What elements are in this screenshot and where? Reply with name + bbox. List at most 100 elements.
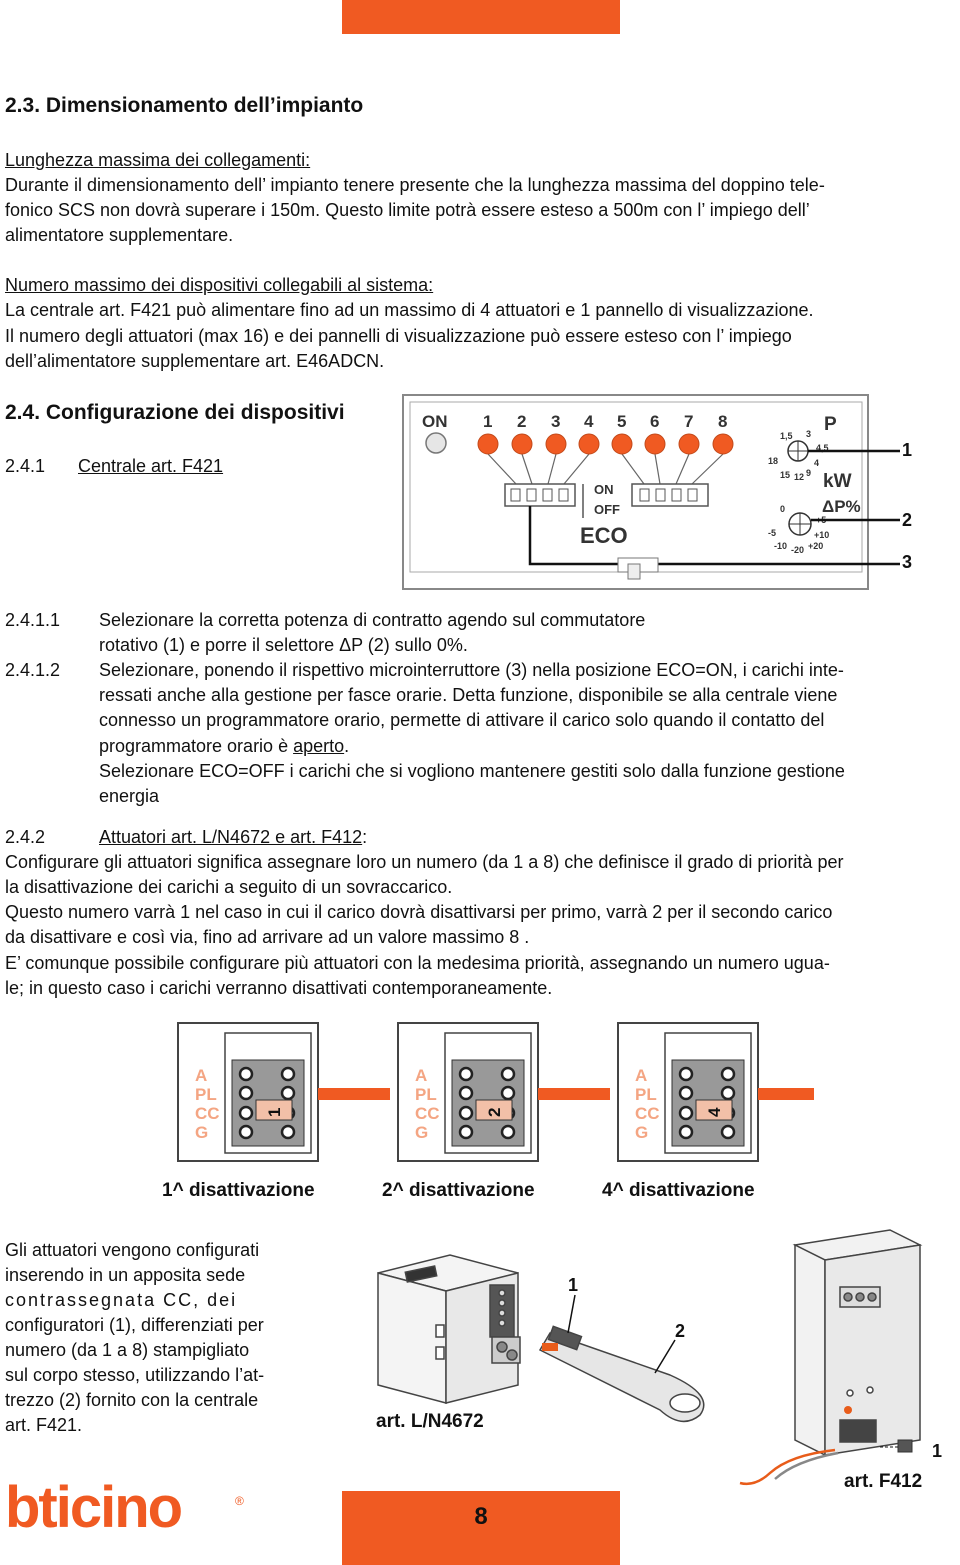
section-2-4-1-title: Centrale art. F421 xyxy=(78,456,224,476)
page-number: 8 xyxy=(474,1503,488,1530)
priority-number: 1 xyxy=(265,1108,284,1117)
callout-3: 3 xyxy=(902,552,912,572)
on-led xyxy=(425,432,447,454)
priority-button xyxy=(477,433,499,455)
section-2-4-1-number: 2.4.1 xyxy=(5,456,46,476)
arrow-bar xyxy=(318,1088,390,1100)
top-accent-bar xyxy=(342,0,620,34)
p-label: P xyxy=(824,414,837,435)
callout-3-line xyxy=(528,506,900,566)
f412-device xyxy=(792,1229,923,1457)
svg-text:-5: -5 xyxy=(768,528,776,538)
switch-link xyxy=(675,453,690,485)
priority-button xyxy=(611,433,633,455)
callout-2-leader xyxy=(654,1339,676,1374)
bottom-accent-bar xyxy=(342,1491,620,1565)
ln4672-label: art. L/N4672 xyxy=(376,1411,484,1432)
kw-label: kW xyxy=(823,471,852,492)
svg-text:9: 9 xyxy=(806,468,811,478)
tool-callout-1: 1 xyxy=(568,1275,578,1295)
priority-button xyxy=(678,433,700,455)
p-dial: 1,5 3 4,5 4 9 12 15 18 xyxy=(768,429,829,482)
caption-2: 2^ disattivazione xyxy=(382,1180,535,1201)
dp-label: ΔP% xyxy=(822,497,861,516)
section-2-4-2-title: Attuatori art. L/N4672 e art. F412 xyxy=(99,827,363,847)
sub2-line1: La centrale art. F421 può alimentare fin… xyxy=(5,300,814,320)
sub1-line3: alimentatore supplementare. xyxy=(5,225,234,245)
section-2-4-heading: 2.4. Configurazione dei dispositivi xyxy=(5,401,345,424)
step-2-number: 2.4.1.2 xyxy=(5,660,61,680)
svg-text:4,5: 4,5 xyxy=(816,443,829,453)
svg-text:+20: +20 xyxy=(808,541,823,551)
configurator-tool xyxy=(538,1325,705,1423)
priority-button xyxy=(578,433,600,455)
switch-link xyxy=(547,453,557,485)
caption-3: 4^ disattivazione xyxy=(602,1180,755,1201)
switch-number: 8 xyxy=(718,412,727,431)
f412-configurator xyxy=(897,1439,913,1453)
svg-text:1,5: 1,5 xyxy=(780,431,793,441)
s242-line3: Questo numero varrà 1 nel caso in cui il… xyxy=(5,902,833,922)
section-2-4-2-number: 2.4.2 xyxy=(5,827,46,847)
s242-line5: E’ comunque possibile configurare più at… xyxy=(5,953,830,973)
actuator-label: CC xyxy=(635,1104,660,1123)
actuator-label: A xyxy=(415,1066,427,1085)
bottom-line: art. F421. xyxy=(5,1415,83,1435)
switch-link xyxy=(487,453,517,485)
arrow-bar xyxy=(538,1088,610,1100)
section-2-4-2-title-line: Attuatori art. L/N4672 e art. F412: xyxy=(99,827,368,847)
step-2-line1: Selezionare, ponendo il rispettivo micro… xyxy=(99,660,844,680)
priority-number: 2 xyxy=(485,1108,504,1117)
sub2-title: Numero massimo dei dispositivi collegabi… xyxy=(5,275,434,295)
actuator-label: A xyxy=(635,1066,647,1085)
dip-on-label: ON xyxy=(594,482,614,497)
switch-link xyxy=(521,453,533,485)
bottom-line: contrassegnata CC, dei xyxy=(5,1290,238,1310)
priority-number: 4 xyxy=(705,1107,724,1117)
dip-off-label: OFF xyxy=(594,502,620,517)
dip-block-left xyxy=(504,483,576,507)
bottom-line: configuratori (1), differenziati per xyxy=(5,1315,264,1335)
s242-line6: le; in questo caso i carichi verranno di… xyxy=(5,978,553,998)
priority-button xyxy=(644,433,666,455)
callout-1: 1 xyxy=(902,440,912,460)
switch-link xyxy=(691,453,724,485)
logo-wordmark: bticino xyxy=(5,1475,182,1537)
priority-button xyxy=(511,433,533,455)
tool-callout-2: 2 xyxy=(675,1321,685,1341)
s242-line1: Configurare gli attuatori significa asse… xyxy=(5,852,844,872)
actuator-label: CC xyxy=(415,1104,440,1123)
sub1-line2: fonico SCS non dovrà superare i 150m. Qu… xyxy=(5,200,810,220)
dip-block-right xyxy=(631,483,709,507)
svg-text:18: 18 xyxy=(768,456,778,466)
priority-button xyxy=(712,433,734,455)
eco-label: ECO xyxy=(580,523,628,548)
sub2-line2: Il numero degli attuatori (max 16) e dei… xyxy=(5,326,792,346)
svg-text:4: 4 xyxy=(814,458,819,468)
step-2-line5: Selezionare ECO=OFF i carichi che si vog… xyxy=(99,761,845,781)
step-1-line1: Selezionare la corretta potenza di contr… xyxy=(99,610,646,630)
callout-2: 2 xyxy=(902,510,912,530)
switch-number: 3 xyxy=(551,412,560,431)
switch-link xyxy=(621,453,645,485)
switch-number: 5 xyxy=(617,412,626,431)
step-2-line3: connesso un programmatore orario, permet… xyxy=(99,710,825,730)
step-2-line6: energia xyxy=(99,786,160,806)
step-1-number: 2.4.1.1 xyxy=(5,610,61,630)
bottom-line: sul corpo stesso, utilizzando l’at- xyxy=(5,1365,265,1385)
actuator-label: G xyxy=(415,1123,428,1142)
eco-knob xyxy=(617,557,659,580)
actuator-label: PL xyxy=(635,1085,657,1104)
actuator-label: G xyxy=(635,1123,648,1142)
switch-number: 2 xyxy=(517,412,526,431)
priority-button xyxy=(545,433,567,455)
sub2-line3: dell’alimentatore supplementare art. E46… xyxy=(5,351,385,371)
bottom-line: numero (da 1 a 8) stampigliato xyxy=(5,1340,250,1360)
svg-text:-10: -10 xyxy=(774,541,787,551)
actuator-label: CC xyxy=(195,1104,220,1123)
actuator-label: A xyxy=(195,1066,207,1085)
sub1-title: Lunghezza massima dei collegamenti: xyxy=(5,150,311,170)
